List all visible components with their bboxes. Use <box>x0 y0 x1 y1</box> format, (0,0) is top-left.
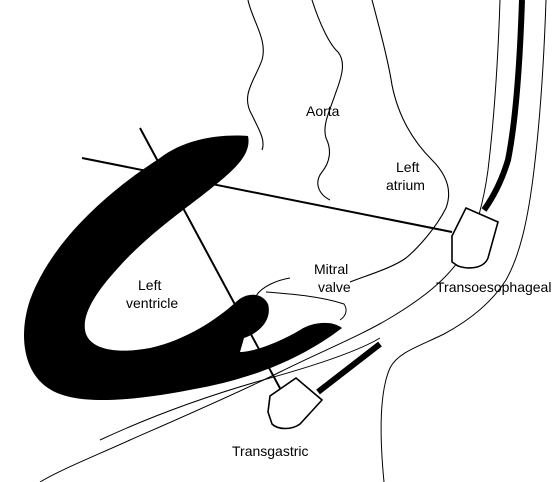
label-left-ventricle-1: Left <box>138 277 161 293</box>
left-atrium-outline <box>350 0 449 282</box>
transoesophageal-probe-head <box>452 208 498 268</box>
transgastric-probe-head <box>268 378 322 429</box>
label-aorta: Aorta <box>306 103 340 119</box>
mitral-valve-leaflet-anterior <box>266 292 346 320</box>
label-left-ventricle-2: ventricle <box>126 295 178 311</box>
label-transoesophageal: Transoesophageal <box>436 279 551 295</box>
label-left-atrium-1: Left <box>396 159 419 175</box>
left-ventricle-wall <box>24 136 342 401</box>
label-mitral-valve-1: Mitral <box>314 261 348 277</box>
transoesophageal-probe-cable <box>484 0 522 210</box>
aorta-outline <box>247 0 263 150</box>
label-transgastric: Transgastric <box>232 443 309 459</box>
transgastric-probe-cable <box>318 344 380 392</box>
label-mitral-valve-2: valve <box>318 279 351 295</box>
label-left-atrium-2: atrium <box>386 177 425 193</box>
aorta-outline-right <box>312 0 342 200</box>
